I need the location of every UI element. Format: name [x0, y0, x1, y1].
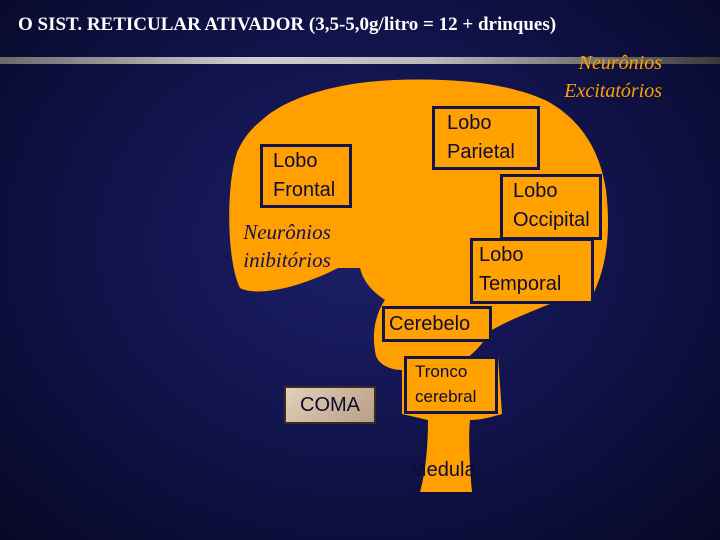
- title-divider: [0, 57, 720, 64]
- temporal-line2: Temporal: [479, 273, 562, 295]
- excitatory-line2: Excitatórios: [564, 80, 662, 102]
- brainstem-line2: cerebral: [415, 387, 477, 406]
- frontal-line2: Frontal: [273, 179, 336, 201]
- cerebellum-box: Cerebelo: [382, 306, 492, 342]
- brainstem-box: Tronco cerebral: [404, 356, 498, 414]
- occipital-line1: Lobo: [513, 180, 558, 202]
- parietal-lobe-box: Lobo Parietal: [432, 106, 540, 170]
- coma-box: COMA: [284, 386, 376, 424]
- frontal-lobe-box: Lobo Frontal: [260, 144, 352, 208]
- cerebellum-label: Cerebelo: [389, 313, 471, 335]
- parietal-line2: Parietal: [447, 141, 515, 163]
- temporal-lobe-box: Lobo Temporal: [470, 238, 594, 304]
- occipital-lobe-box: Lobo Occipital: [500, 174, 602, 240]
- slide-title: O SIST. RETICULAR ATIVADOR (3,5-5,0g/lit…: [18, 14, 557, 35]
- temporal-line1: Lobo: [479, 244, 524, 266]
- inhibitory-line1: Neurônios: [243, 220, 331, 244]
- excitatory-line1: Neurônios: [578, 52, 662, 74]
- parietal-line1: Lobo: [447, 112, 492, 134]
- brainstem-line1: Tronco: [415, 362, 468, 381]
- inhibitory-neurons-label: Neurônios inibitórios: [222, 218, 352, 274]
- occipital-line2: Occipital: [513, 209, 590, 231]
- excitatory-neurons-label: Neurônios Excitatórios: [500, 49, 662, 105]
- inhibitory-line2: inibitórios: [243, 248, 331, 272]
- spinal-cord-label: Medula: [410, 459, 476, 481]
- frontal-line1: Lobo: [273, 150, 318, 172]
